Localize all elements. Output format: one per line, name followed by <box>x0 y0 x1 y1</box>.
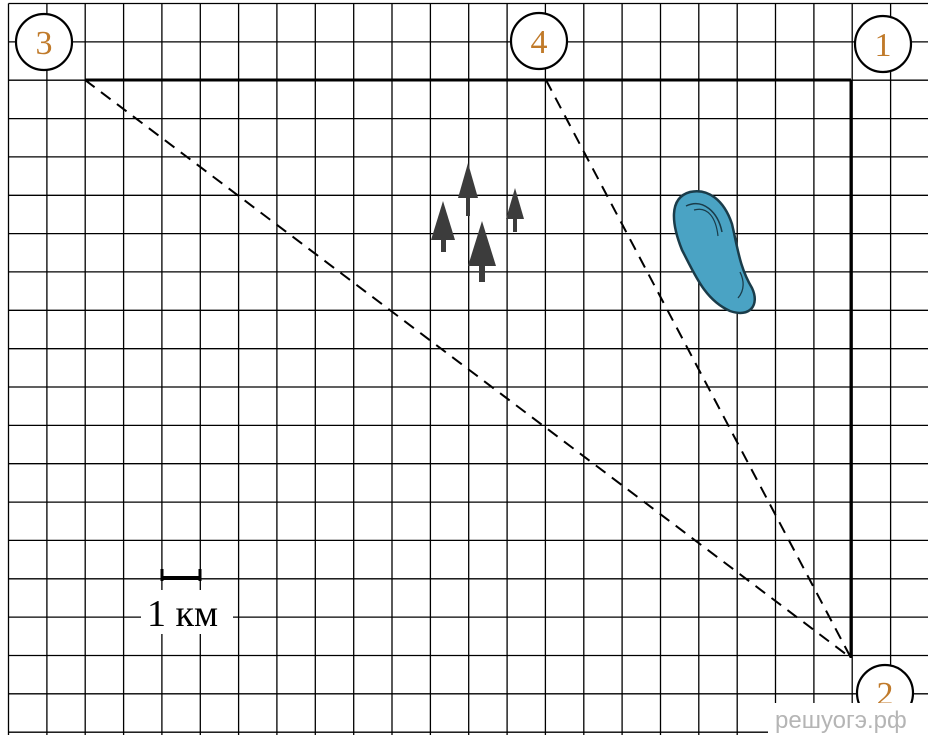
pine-tree-icon <box>431 201 455 252</box>
point-3-label: 3 <box>36 25 53 62</box>
road-4-2 <box>545 79 852 659</box>
lake-icon <box>672 189 756 314</box>
point-3: 3 <box>14 12 74 72</box>
pine-tree-icon <box>458 163 478 216</box>
point-1: 1 <box>853 14 913 74</box>
scale-label: 1 км <box>147 593 218 635</box>
point-4: 4 <box>509 11 569 71</box>
dashed-roads <box>84 79 852 659</box>
point-1-label: 1 <box>875 27 892 64</box>
watermark: решуогэ.рф <box>775 707 907 734</box>
pine-tree-icon <box>468 221 496 282</box>
scale-bar: 1 км <box>141 569 233 635</box>
pine-tree-icon <box>506 188 524 232</box>
solid-roads <box>85 78 853 658</box>
forest <box>431 163 524 282</box>
point-4-label: 4 <box>531 24 548 61</box>
